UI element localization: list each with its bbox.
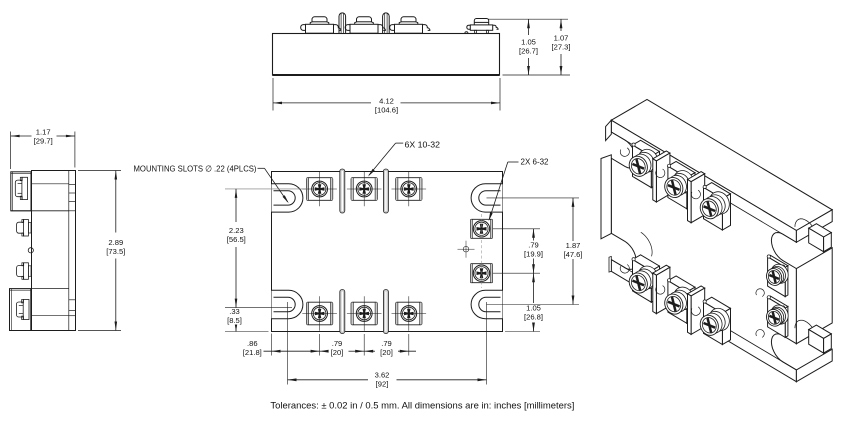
svg-text:[19.9]: [19.9]	[524, 249, 543, 258]
svg-text:[27.3]: [27.3]	[552, 43, 571, 52]
svg-text:[47.6]: [47.6]	[564, 250, 583, 259]
svg-text:.86: .86	[247, 339, 258, 348]
svg-text:6X 10-32: 6X 10-32	[405, 139, 441, 149]
svg-text:2X 6-32: 2X 6-32	[521, 157, 549, 167]
svg-text:1.07: 1.07	[554, 34, 569, 43]
svg-text:Tolerances: ± 0.02 in / 0.5 mm: Tolerances: ± 0.02 in / 0.5 mm. All dime…	[270, 400, 574, 410]
svg-text:[20]: [20]	[331, 348, 344, 357]
svg-text:[29.7]: [29.7]	[34, 136, 53, 145]
svg-text:2.89: 2.89	[108, 238, 123, 247]
svg-text:[56.5]: [56.5]	[227, 235, 246, 244]
svg-text:.79: .79	[528, 240, 539, 249]
svg-text:1.17: 1.17	[36, 127, 51, 136]
svg-text:[26.8]: [26.8]	[524, 313, 543, 322]
svg-text:[92]: [92]	[376, 380, 389, 389]
svg-text:1.87: 1.87	[566, 241, 581, 250]
svg-text:3.62: 3.62	[375, 371, 390, 380]
svg-text:MOUNTING SLOTS ∅ .22 (4PLCS): MOUNTING SLOTS ∅ .22 (4PLCS)	[134, 164, 257, 174]
svg-text:.79: .79	[381, 339, 392, 348]
svg-text:[21.8]: [21.8]	[243, 348, 262, 357]
svg-text:4.12: 4.12	[379, 97, 394, 106]
svg-text:[73.5]: [73.5]	[106, 247, 125, 256]
svg-text:1.05: 1.05	[526, 304, 541, 313]
svg-text:1.05: 1.05	[521, 38, 536, 47]
svg-text:[20]: [20]	[380, 348, 393, 357]
svg-text:.79: .79	[332, 339, 343, 348]
svg-text:.33: .33	[229, 307, 240, 316]
svg-text:[26.7]: [26.7]	[519, 47, 538, 56]
svg-text:2.23: 2.23	[229, 226, 244, 235]
svg-text:[104.6]: [104.6]	[375, 106, 398, 115]
svg-text:[8.5]: [8.5]	[227, 316, 242, 325]
